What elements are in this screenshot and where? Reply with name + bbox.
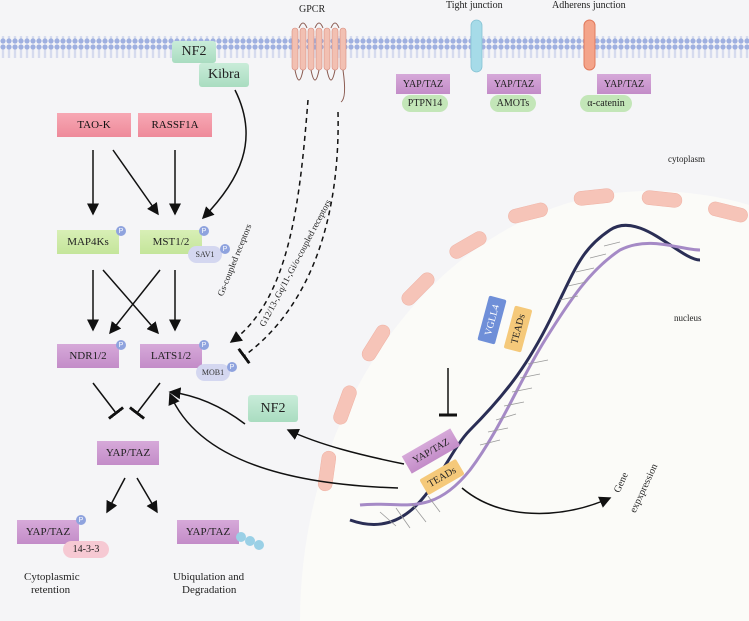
yaptaz-cyto-box: YAP/TAZ xyxy=(17,520,79,544)
sav1-box: SAV1 xyxy=(188,246,222,263)
protein-1433-box: 14-3-3 xyxy=(63,541,109,558)
phospho-badge: P xyxy=(199,340,209,350)
gpcr-receptor xyxy=(291,22,347,103)
phospho-badge: P xyxy=(116,340,126,350)
yaptaz-tj2-box: YAP/TAZ xyxy=(487,74,541,94)
phospho-badge: P xyxy=(199,226,209,236)
lats12-box: LATS1/2 xyxy=(140,344,202,368)
alpha-catenin-box: α-catenin xyxy=(580,95,632,112)
nuclear-envelope xyxy=(317,188,748,492)
cytoplasmic-retention-line2: retention xyxy=(31,584,71,596)
amots-box: AMOTs xyxy=(490,95,536,112)
map4ks-box: MAP4Ks xyxy=(57,230,119,254)
phospho-badge: P xyxy=(220,244,230,254)
yaptaz-aj-box: YAP/TAZ xyxy=(597,74,651,94)
plasma-membrane xyxy=(0,36,749,58)
mob1-box: MOB1 xyxy=(196,364,230,381)
nucleus-region xyxy=(300,191,749,621)
ubiquitin-icon xyxy=(254,540,264,550)
adherens-junction-label: Adherens junction xyxy=(552,0,626,11)
taok-box: TAO-K xyxy=(57,113,131,137)
kibra-box: Kibra xyxy=(199,63,249,87)
phospho-badge: P xyxy=(76,515,86,525)
phospho-badge: P xyxy=(116,226,126,236)
ubiquitination-line1: Ubiqulation and xyxy=(173,571,245,583)
pathway-arrows xyxy=(87,89,612,515)
yaptaz-tj1-box: YAP/TAZ xyxy=(396,74,450,94)
nf2-membrane-box: NF2 xyxy=(172,41,216,63)
adherens-junction-protein xyxy=(583,19,596,71)
cytoplasmic-retention-line1: Cytoplasmic xyxy=(24,571,80,583)
nucleus-label: nucleus xyxy=(674,313,702,323)
cytoplasm-label: cytoplasm xyxy=(668,154,705,164)
ptpn14-box: PTPN14 xyxy=(402,95,448,112)
ubiquitination-line2: Degradation xyxy=(182,584,237,596)
nf2-cyto-box: NF2 xyxy=(248,395,298,422)
ubiquitin-icon xyxy=(245,536,255,546)
phospho-badge: P xyxy=(227,362,237,372)
ndr12-box: NDR1/2 xyxy=(57,344,119,368)
yaptaz-center-box: YAP/TAZ xyxy=(97,441,159,465)
ubiquitin-icon xyxy=(236,532,246,542)
mst12-box: MST1/2 xyxy=(140,230,202,254)
rassf1a-box: RASSF1A xyxy=(138,113,212,137)
gpcr-label: GPCR xyxy=(299,4,326,15)
tight-junction-protein xyxy=(470,19,483,73)
yaptaz-deg-box: YAP/TAZ xyxy=(177,520,239,544)
tight-junction-label: Tight junction xyxy=(446,0,503,11)
